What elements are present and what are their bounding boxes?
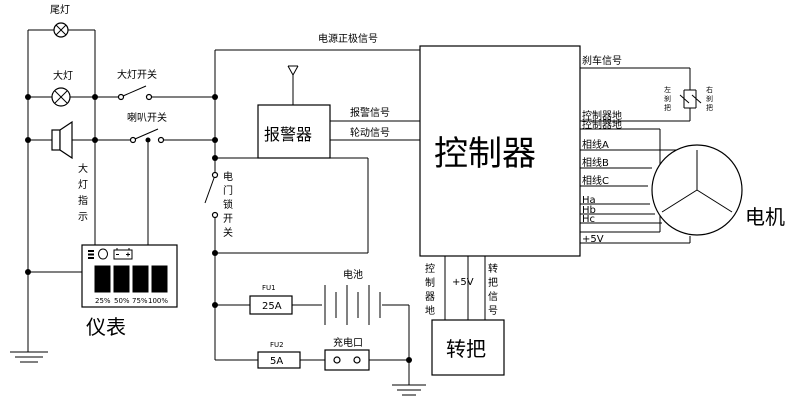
level-100: 100% [148,297,168,305]
alarm-box [257,65,420,159]
battery-level-bar [94,265,111,293]
svg-text:刹: 刹 [706,95,713,103]
battery-level-bar [151,265,168,293]
plus5v-right-label: +5V [582,234,604,245]
level-25: 25% [95,297,111,305]
fuse-battery-circuit [215,285,426,396]
svg-text:刹: 刹 [664,95,671,103]
headlight-switch-label: 大灯开关 [117,68,157,81]
svg-text:右: 右 [706,85,713,94]
motor-icon [651,144,743,236]
fu1-value: 25A [262,301,282,312]
headlight-indicator-label: 大 灯 指 示 [78,162,88,223]
charge-port-label: 充电口 [333,336,363,349]
horn-icon [51,120,73,160]
svg-text:制: 制 [425,276,435,289]
svg-text:开: 开 [223,214,233,225]
alarm-signal-label: 报警信号 [350,106,390,119]
plus5v-bottom-label: +5V [452,277,474,288]
svg-text:指: 指 [78,194,88,207]
phase-b-label: 相线B [582,156,609,169]
phase-a-label: 相线A [582,138,609,151]
tail-light-label: 尾灯 [50,4,70,16]
svg-text:器: 器 [425,291,435,303]
headlight-label: 大灯 [53,69,73,82]
svg-text:锁: 锁 [223,198,233,211]
throttle-box [431,319,505,376]
battery-label: 电池 [343,268,363,281]
fu2-value: 5A [270,356,283,367]
svg-text:示: 示 [78,212,88,223]
motor-label: 电机 [745,205,785,229]
svg-text:把: 把 [664,103,671,112]
svg-text:号: 号 [488,305,498,317]
svg-text:门: 门 [223,184,233,197]
fu1-label: FU1 [262,284,276,292]
wheel-signal-label: 轮动信号 [350,126,390,139]
power-bus [204,49,420,360]
svg-text:控: 控 [425,262,435,275]
throttle-label: 转把 [446,337,486,361]
svg-text:灯: 灯 [78,179,88,191]
svg-text:地: 地 [425,304,435,317]
ctrl-ground-label-1: 控制器地 [582,109,622,122]
svg-text:电: 电 [223,170,233,183]
throttle-signal-label: 转 把 信 号 [488,262,498,317]
svg-text:把: 把 [488,276,498,289]
phase-c-label: 相线C [582,174,609,187]
instrument-panel: 25% 50% 75% 100% [81,244,178,308]
level-50: 50% [114,297,130,305]
controller-bottom-wires [444,256,486,320]
battery-level-bar [132,265,149,293]
instrument-label: 仪表 [86,315,126,339]
level-75: 75% [132,297,148,305]
svg-text:大: 大 [78,162,88,175]
fu2-label: FU2 [270,341,284,349]
brake-signal-label: 刹车信号 [582,54,622,67]
controller-label: 控制器 [434,134,536,174]
power-signal-label: 电源正极信号 [318,32,378,45]
ctrl-ground-label-2: 控制器地 [582,118,622,131]
svg-text:关: 关 [223,226,233,239]
tail-light-icon [53,22,69,38]
brake-levers: 左 刹 把 右 刹 把 [664,85,713,112]
svg-text:转: 转 [488,262,498,275]
alarm-label: 报警器 [264,125,312,144]
charge-port [324,349,370,371]
battery-level-bar [113,265,130,293]
headlight-icon [51,87,71,107]
horn-switch-label: 喇叭开关 [127,111,167,124]
svg-text:把: 把 [706,103,713,112]
controller-box [419,45,581,257]
hb-label: Hb [582,205,596,216]
svg-text:左: 左 [664,85,671,94]
hc-label: Hc [582,214,595,225]
lock-switch-label: 电 门 锁 开 关 [223,170,233,239]
battery-level-bars [94,265,168,293]
svg-text:信: 信 [488,291,498,303]
ha-label: Ha [582,195,596,206]
ctrl-ground-vertical-label: 控 制 器 地 [425,262,435,317]
